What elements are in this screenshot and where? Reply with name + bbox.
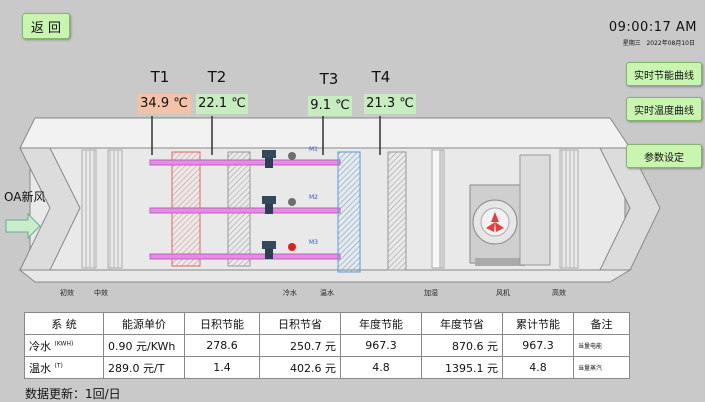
note-cell: 当量蒸汽 xyxy=(573,356,630,379)
sensor-t4-value: 21.3 ℃ xyxy=(364,94,416,114)
sensor-t1-label: T1 xyxy=(150,68,170,86)
table-row: 温水 (T) 289.0 元/T 1.4 402.6 元 4.8 1395.1 … xyxy=(24,356,630,379)
cooling-coil xyxy=(337,151,361,273)
valve-m1-label: M1 xyxy=(309,146,318,153)
col-daily-saving: 日积节省 xyxy=(259,312,341,335)
clock-weekday: 星期三 xyxy=(622,40,641,47)
daily-saving-cell: 250.7 元 xyxy=(259,334,341,357)
daily-energy-cell: 1.4 xyxy=(184,356,260,379)
energy-stats-table: 系 统 能源单价 日积节能 日积节省 年度节能 年度节省 累计节能 备注 冷水 … xyxy=(24,312,630,379)
sensor-probes xyxy=(151,116,381,155)
col-annual-energy: 年度节能 xyxy=(340,312,422,335)
valve-m1 xyxy=(262,150,296,168)
price-cell: 289.0 元/T xyxy=(103,356,185,379)
clock-date-value: 2022年08月10日 xyxy=(646,40,695,47)
sensor-t1-value: 34.9 ℃ xyxy=(137,94,191,114)
total-energy-cell: 967.3 xyxy=(502,334,574,357)
back-button[interactable]: 返 回 xyxy=(22,13,70,39)
col-total-energy: 累计节能 xyxy=(502,312,574,335)
clock-date: 星期三 2022年08月10日 xyxy=(623,38,695,47)
fan-housing-panel xyxy=(519,154,551,266)
total-energy-cell: 4.8 xyxy=(502,356,574,379)
primary-filter-label: 初效 xyxy=(60,289,74,297)
sensor-t4-label: T4 xyxy=(371,68,391,86)
high-filter xyxy=(559,149,579,269)
sensor-t2-value: 22.1 ℃ xyxy=(196,94,248,114)
price-cell: 0.90 元/KWh xyxy=(103,334,185,357)
valve-m2 xyxy=(262,196,296,214)
valve-m3 xyxy=(262,241,296,259)
ahu-diagram xyxy=(5,116,661,283)
fan-label: 风机 xyxy=(496,289,510,297)
humidifier-label: 加湿 xyxy=(424,289,438,297)
annual-energy-cell: 967.3 xyxy=(340,334,422,357)
inlet-arrow xyxy=(5,212,41,240)
humidifier xyxy=(431,149,445,269)
col-system: 系 统 xyxy=(24,312,104,335)
housing-top xyxy=(19,117,631,149)
primary-filter xyxy=(81,149,97,269)
medium-filter xyxy=(107,149,123,269)
system-cell: 温水 (T) xyxy=(24,356,104,379)
energy-curve-button[interactable]: 实时节能曲线 xyxy=(626,62,702,86)
system-cell: 冷水 (KWH) xyxy=(24,334,104,357)
col-price: 能源单价 xyxy=(103,312,185,335)
inlet-chevron xyxy=(19,147,81,271)
medium-filter-label: 中效 xyxy=(94,289,108,297)
chilled-water-label: 冷水 xyxy=(283,289,297,297)
update-frequency: 数据更新：1回/日 xyxy=(25,387,121,401)
sensor-t2-label: T2 xyxy=(207,68,227,86)
annual-energy-cell: 4.8 xyxy=(340,356,422,379)
sensor-t3-value: 9.1 ℃ xyxy=(308,96,352,116)
parameter-settings-button[interactable]: 参数设定 xyxy=(626,144,702,168)
daily-saving-cell: 402.6 元 xyxy=(259,356,341,379)
note-cell: 当量电能 xyxy=(573,334,630,357)
daily-energy-cell: 278.6 xyxy=(184,334,260,357)
clock-time: 09:00:17 AM xyxy=(608,20,697,35)
annual-saving-cell: 870.6 元 xyxy=(421,334,503,357)
table-row: 冷水 (KWH) 0.90 元/KWh 278.6 250.7 元 967.3 … xyxy=(24,334,630,357)
high-filter-label: 高效 xyxy=(552,289,566,297)
temperature-curve-button[interactable]: 实时温度曲线 xyxy=(626,97,702,121)
col-daily-energy: 日积节能 xyxy=(184,312,260,335)
col-annual-saving: 年度节省 xyxy=(421,312,503,335)
housing-bottom xyxy=(18,269,632,283)
heating-water-label: 温水 xyxy=(320,289,334,297)
valve-m3-label: M3 xyxy=(309,239,318,246)
table-header-row: 系 统 能源单价 日积节能 日积节省 年度节能 年度节省 累计节能 备注 xyxy=(24,312,630,335)
annual-saving-cell: 1395.1 元 xyxy=(421,356,503,379)
heating-coil xyxy=(387,151,407,271)
col-note: 备注 xyxy=(573,312,630,335)
sensor-t3-label: T3 xyxy=(319,70,339,88)
oa-inlet-label: OA新风 xyxy=(4,190,46,204)
valve-m2-label: M2 xyxy=(309,194,318,201)
